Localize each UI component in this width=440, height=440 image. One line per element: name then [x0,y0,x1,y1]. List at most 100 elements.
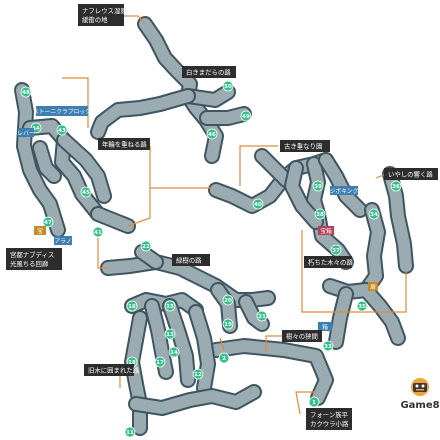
point-22: 22 [140,240,152,252]
marker-zaki: ジボキング [330,186,359,195]
point-17: 17 [154,356,166,368]
svg-text:38: 38 [316,212,324,218]
label-kinoma: 樹々の狭間 [282,330,322,342]
svg-text:アラノ: アラノ [54,238,71,245]
point-34: 34 [368,208,380,220]
label-kuchita: 朽ちた木々の路 [304,256,353,268]
point-14: 14 [168,346,180,358]
svg-text:フォーン族平: フォーン族平 [310,410,349,419]
svg-text:36: 36 [392,184,400,190]
svg-text:樹々の狭間: 樹々の狭間 [286,332,318,341]
svg-text:カクウラ小路: カクウラ小路 [310,419,349,428]
svg-text:49: 49 [242,114,250,120]
svg-text:11: 11 [126,430,134,436]
svg-text:15: 15 [166,304,174,310]
svg-text:39: 39 [314,184,322,190]
point-11: 11 [124,426,136,438]
point-46: 46 [206,128,218,140]
marker-gold-1: 宝 [34,226,46,235]
point-49: 49 [240,110,252,122]
svg-text:37: 37 [332,248,340,254]
svg-text:レバー: レバー [17,130,35,137]
marker-chest: 宝箱 [318,226,334,235]
svg-text:白きまだらの路: 白きまだらの路 [186,68,231,77]
label-fourn: フォーン族平 カクウラ小路 [306,408,352,430]
svg-text:いやしの響く路: いやしの響く路 [388,170,433,179]
svg-text:22: 22 [142,244,150,250]
point-43: 43 [56,124,68,136]
marker-box: 箱 [318,322,332,331]
svg-text:21: 21 [258,314,266,320]
point-markers: 48 44 43 45 41 47 50 49 46 40 39 38 37 3… [20,80,402,438]
point-37: 37 [330,244,342,256]
svg-text:18: 18 [128,360,136,366]
svg-text:旧木に囲まれた路: 旧木に囲まれた路 [88,366,140,375]
svg-text:48: 48 [22,90,30,96]
logo-icon [411,378,429,396]
svg-text:40: 40 [254,202,262,208]
point-41: 41 [92,226,104,238]
point-2: 2 [218,352,230,364]
marker-gate: 扉 [368,282,378,291]
svg-text:14: 14 [170,350,178,356]
svg-text:47: 47 [44,220,52,226]
svg-text:宮都ナブディス: 宮都ナブディス [10,250,54,259]
svg-text:緩衝の地: 緩衝の地 [82,15,108,24]
point-45: 45 [80,186,92,198]
label-nafreus: ナフレウス湿原 緩衝の地 [78,4,127,26]
svg-text:50: 50 [224,84,232,90]
label-rekon: 年輪を重ねる路 [98,138,150,150]
svg-text:17: 17 [156,360,164,366]
point-38: 38 [314,208,326,220]
point-13: 13 [164,328,176,340]
svg-text:46: 46 [208,132,216,138]
svg-text:1: 1 [312,400,316,406]
svg-text:13: 13 [166,332,174,338]
marker-stonecrumb: ストーニクラブロック [33,106,91,116]
svg-text:45: 45 [82,190,90,196]
label-entrance: 宮都ナブディス 光風ちる回廊 [6,248,62,270]
svg-text:光風ちる回廊: 光風ちる回廊 [10,259,49,268]
svg-text:44: 44 [32,126,40,132]
marker-lever: レバー [17,128,35,137]
svg-text:扉: 扉 [370,283,376,291]
svg-text:20: 20 [224,298,232,304]
point-15: 15 [164,300,176,312]
svg-text:41: 41 [94,230,102,236]
point-21: 21 [256,310,268,322]
svg-text:34: 34 [370,212,378,218]
svg-text:43: 43 [58,128,66,134]
point-1: 1 [308,396,320,408]
svg-text:宝箱: 宝箱 [320,227,332,235]
point-12: 12 [192,368,204,380]
svg-text:ナフレウス湿原: ナフレウス湿原 [82,6,127,15]
point-40: 40 [252,198,264,210]
point-47: 47 [42,216,54,228]
point-19: 19 [222,318,234,330]
label-furubita: 古き重なり園 [280,140,330,152]
logo-name: Game8 [400,400,439,411]
svg-text:ストーニクラブロック: ストーニクラブロック [33,108,91,116]
svg-text:朽ちた木々の路: 朽ちた木々の路 [308,258,353,267]
game8-logo: Game8 [400,378,440,411]
svg-text:16: 16 [128,304,136,310]
point-16: 16 [126,300,138,312]
svg-text:箱: 箱 [322,323,328,331]
svg-text:宝: 宝 [37,227,43,235]
path-network [14,16,414,436]
point-39: 39 [312,180,324,192]
svg-text:ジボキング: ジボキング [330,187,359,195]
area-labels: ナフレウス湿原 緩衝の地 白きまだらの路 年輪を重ねる路 古き重なり園 いやしの… [6,4,438,430]
svg-text:12: 12 [194,372,202,378]
point-33: 33 [322,340,334,352]
point-48: 48 [20,86,32,98]
point-35: 35 [356,300,368,312]
svg-text:33: 33 [324,344,332,350]
marker-gold-2: アラノ [54,236,72,245]
label-iyashi: いやしの響く路 [384,168,438,180]
svg-text:年輪を重ねる路: 年輪を重ねる路 [102,140,147,149]
point-50: 50 [222,80,234,92]
svg-text:古き重なり園: 古き重なり園 [284,142,322,151]
point-20: 20 [222,294,234,306]
